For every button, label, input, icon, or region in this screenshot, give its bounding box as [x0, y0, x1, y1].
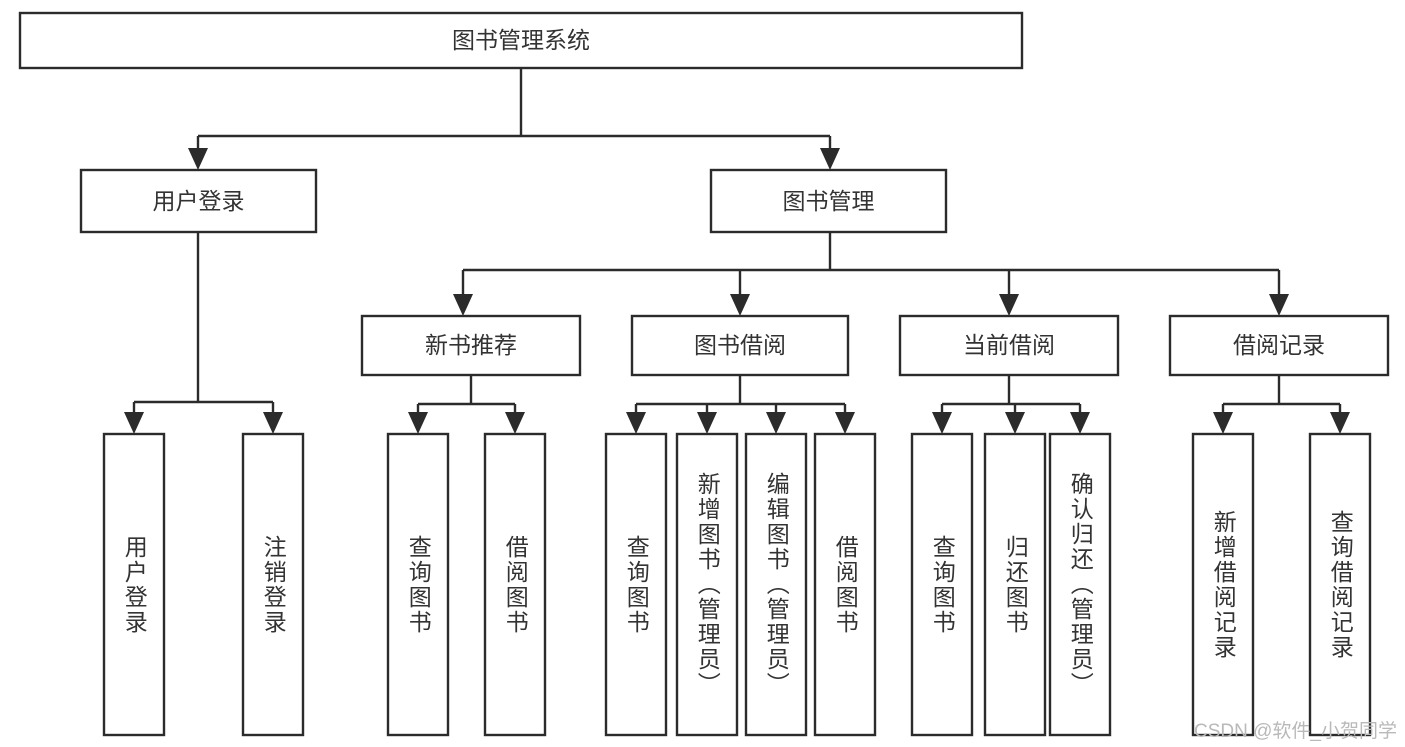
arrow-head-icon [999, 294, 1019, 316]
node-box-leaf-user-login[interactable] [102, 432, 166, 737]
arrow-head-icon [453, 294, 473, 316]
node-box-book-manage[interactable] [709, 168, 948, 234]
node-box-root[interactable] [18, 11, 1024, 70]
node-box-leaf-confirm-return[interactable] [1048, 432, 1112, 737]
arrow-head-icon [820, 148, 840, 170]
arrow-head-icon [1330, 412, 1350, 434]
node-box-leaf-query-book-3[interactable] [910, 432, 974, 737]
node-rects [18, 11, 1390, 737]
node-box-leaf-edit-book[interactable] [744, 432, 808, 737]
node-box-leaf-return-book[interactable] [983, 432, 1047, 737]
node-box-book-borrow[interactable] [630, 314, 850, 377]
node-box-leaf-query-book-1[interactable] [386, 432, 450, 737]
arrow-head-icon [124, 412, 144, 434]
node-box-leaf-add-record[interactable] [1191, 432, 1255, 737]
node-box-leaf-query-record[interactable] [1308, 432, 1372, 737]
arrow-head-icon [1005, 412, 1025, 434]
arrow-head-icon [505, 412, 525, 434]
connector-lines [132, 68, 1342, 412]
arrow-head-icon [188, 148, 208, 170]
node-box-leaf-borrow-book-1[interactable] [483, 432, 547, 737]
arrow-head-icon [766, 412, 786, 434]
arrow-head-icon [626, 412, 646, 434]
node-box-current-borrow[interactable] [898, 314, 1120, 377]
arrow-head-icon [730, 294, 750, 316]
arrow-head-icon [835, 412, 855, 434]
node-box-leaf-query-book-2[interactable] [604, 432, 668, 737]
arrow-head-icon [1070, 412, 1090, 434]
node-box-leaf-add-book[interactable] [675, 432, 739, 737]
arrow-heads [124, 148, 1350, 434]
arrow-head-icon [1269, 294, 1289, 316]
arrow-head-icon [932, 412, 952, 434]
arrow-head-icon [263, 412, 283, 434]
node-box-borrow-record[interactable] [1168, 314, 1390, 377]
node-box-user-login[interactable] [79, 168, 318, 234]
node-box-leaf-borrow-book-2[interactable] [813, 432, 877, 737]
csdn-watermark: CSDN @软件_小贺同学 [1194, 721, 1397, 742]
node-box-new-book-recommend[interactable] [360, 314, 582, 377]
node-box-leaf-logout[interactable] [241, 432, 305, 737]
arrow-head-icon [1213, 412, 1233, 434]
arrow-head-icon [408, 412, 428, 434]
arrow-head-icon [697, 412, 717, 434]
